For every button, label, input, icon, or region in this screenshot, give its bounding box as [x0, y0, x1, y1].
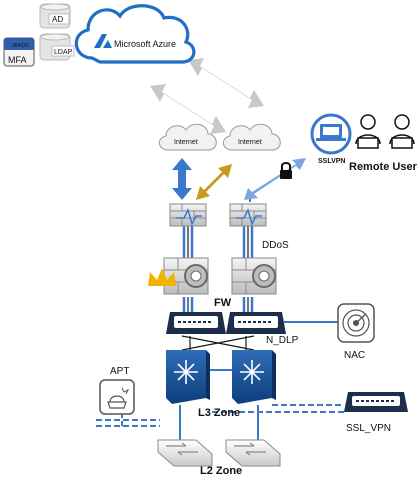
dlp-appliance-right-icon — [226, 312, 286, 334]
azure-cloud: Microsoft Azure — [74, 4, 196, 64]
ldap-storage-icon: LDAP — [39, 33, 75, 61]
l2-label: L2 Zone — [200, 465, 242, 477]
remote-user-label: Remote User — [349, 161, 418, 173]
firewall-wall-icon — [169, 203, 207, 227]
l2-switch-left-icon — [157, 439, 213, 467]
lock-icon — [280, 162, 292, 179]
fw-firewall-right-icon — [231, 257, 277, 295]
ad-label: AD — [52, 15, 63, 24]
ssl-vpn-appliance-icon — [344, 392, 408, 412]
remote-user-icon: Remote User — [349, 114, 418, 173]
internet-label-left: Internet — [174, 139, 198, 146]
dlp-appliance-left-icon — [166, 312, 226, 334]
ad-storage-icon: AD — [39, 3, 71, 29]
ndlp-label: N_DLP — [266, 335, 299, 346]
internet-cloud-right: Internet — [223, 123, 281, 151]
mfa-code: 284629 — [12, 43, 29, 49]
user-laptop-icon — [355, 114, 381, 149]
ddos-firewall-icon — [229, 203, 267, 227]
mfa-token-icon: 284629 MFA — [3, 37, 35, 67]
sslvpn-icon: SSLVPN — [310, 113, 352, 165]
nac-radar-icon: NAC — [337, 303, 375, 361]
nac-label: NAC — [344, 350, 365, 361]
user-laptop-icon — [389, 114, 415, 149]
fw-label: FW — [214, 297, 232, 309]
connection-lines — [96, 195, 344, 440]
internet-label-right: Internet — [238, 139, 262, 146]
internet-cloud-left: Internet — [159, 123, 217, 151]
l2-switch-right-icon — [225, 439, 281, 467]
ldap-label: LDAP — [54, 49, 73, 56]
cloud-internet-arrows — [150, 58, 264, 134]
azure-label: Microsoft Azure — [114, 39, 176, 49]
l3-label: L3 Zone — [198, 407, 240, 419]
ddos-label: DDoS — [262, 240, 289, 251]
ssl-vpn-label: SSL_VPN — [346, 423, 391, 434]
apt-sandbox-icon — [99, 379, 135, 415]
apt-label: APT — [110, 366, 129, 377]
fw-firewall-left-icon — [163, 257, 209, 295]
mfa-label: MFA — [8, 55, 27, 65]
l3-switch-right-icon — [232, 350, 276, 404]
sslvpn-icon-label: SSLVPN — [318, 158, 346, 165]
azure-logo-icon — [94, 34, 112, 48]
l3-switch-left-icon — [166, 350, 210, 404]
crown-icon — [148, 268, 176, 286]
